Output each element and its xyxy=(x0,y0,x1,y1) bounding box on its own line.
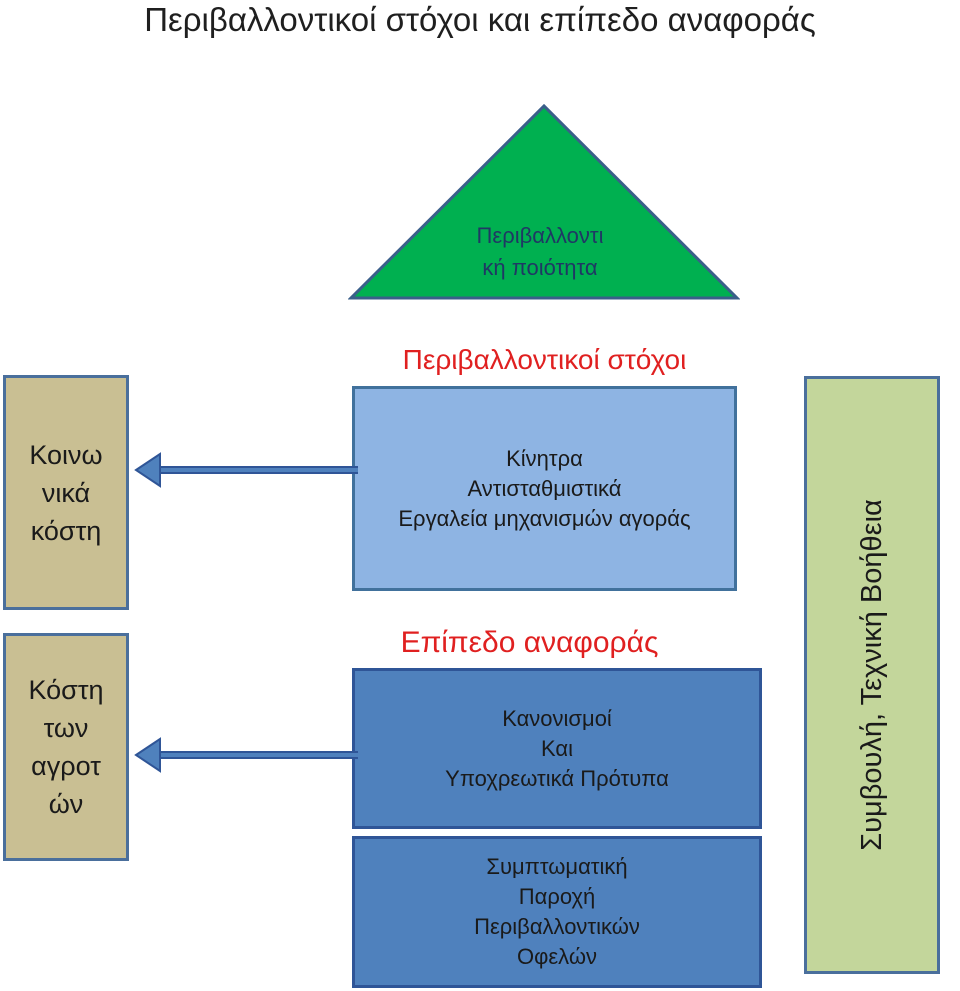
benefits-line2: Παροχή xyxy=(518,884,596,909)
farmer-cost-line1: Κόστη xyxy=(28,675,104,705)
advice-technical-support-box: Συμβουλή, Τεχνική Βοήθεια xyxy=(804,376,940,974)
incentives-box: Κίνητρα Αντισταθμιστικά Εργαλεία μηχανισ… xyxy=(352,386,737,591)
triangle-label: Περιβαλλοντι κή ποιότητα xyxy=(440,220,640,284)
reference-level-label: Επίπεδο αναφοράς xyxy=(400,626,659,659)
farmer-cost-box: Κόστη των αγροτ ών xyxy=(3,633,129,861)
incentives-line3: Εργαλεία μηχανισμών αγοράς xyxy=(398,505,691,531)
benefits-line1: Συμπτωματική xyxy=(486,854,628,879)
page-title: Περιβαλλοντικοί στόχοι και επίπεδο αναφο… xyxy=(144,1,816,38)
social-cost-box: Κοινω νικά κόστη xyxy=(3,375,129,610)
benefits-line4: Οφελών xyxy=(516,944,598,969)
social-cost-line3: κόστη xyxy=(30,515,102,546)
benefits-line3: Περιβαλλοντικών xyxy=(474,914,640,939)
regulations-line3: Υποχρεωτικά Πρότυπα xyxy=(445,765,669,791)
incentives-line2: Αντισταθμιστικά xyxy=(467,475,622,501)
arrow-to-farmer-cost xyxy=(134,737,358,773)
incentives-line1: Κίνητρα xyxy=(506,445,583,471)
regulations-line2: Και xyxy=(540,735,573,761)
benefits-box: Συμπτωματική Παροχή Περιβαλλοντικών Οφελ… xyxy=(352,836,762,988)
farmer-cost-line4: ών xyxy=(48,789,84,819)
arrow-to-social-cost xyxy=(134,452,358,488)
social-cost-line2: νικά xyxy=(41,477,91,508)
social-cost-line1: Κοινω xyxy=(29,439,103,470)
farmer-cost-line2: των xyxy=(43,713,89,743)
triangle-label-line2: κή ποιότητα xyxy=(482,255,598,280)
regulations-box: Κανονισμοί Και Υποχρεωτικά Πρότυπα xyxy=(352,668,762,829)
advice-technical-support-label: Συμβουλή, Τεχνική Βοήθεια xyxy=(856,499,888,851)
regulations-line1: Κανονισμοί xyxy=(502,705,612,731)
triangle-label-line1: Περιβαλλοντι xyxy=(476,223,604,248)
arrows xyxy=(134,452,358,773)
environmental-quality-triangle xyxy=(348,104,740,300)
environmental-goals-label: Περιβαλλοντικοί στόχοι xyxy=(402,344,687,375)
farmer-cost-line3: αγροτ xyxy=(31,751,101,781)
